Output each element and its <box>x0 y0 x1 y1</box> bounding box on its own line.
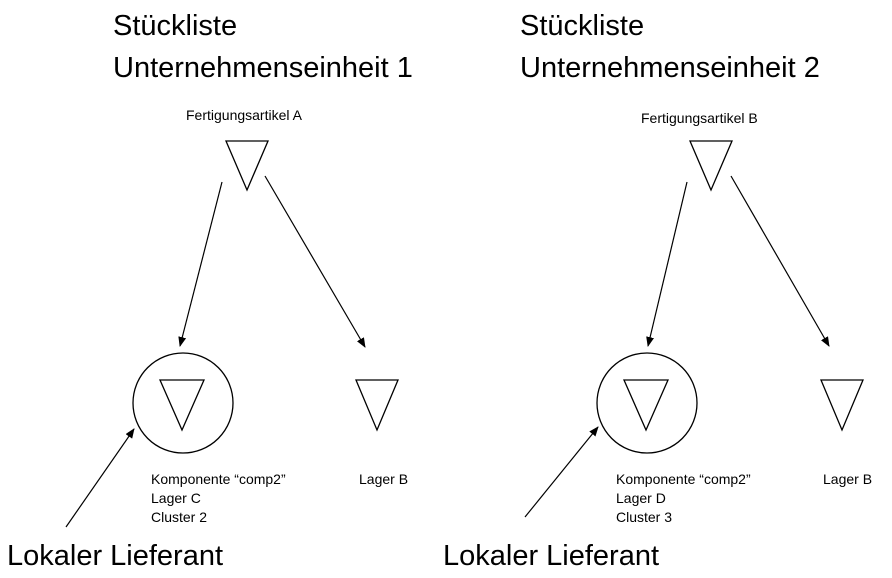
left-edge-to-component <box>178 181 223 347</box>
right-component-circle <box>596 352 698 454</box>
right-component-label-2: Lager D <box>616 490 666 506</box>
left-supplier-arrow <box>65 428 135 528</box>
right-store-triangle-icon <box>820 379 864 432</box>
right-title-line2: Unternehmenseinheit 2 <box>520 52 820 84</box>
left-edge-to-store <box>264 175 366 348</box>
right-edge-to-store <box>730 175 830 347</box>
right-component-label-1: Komponente “comp2” <box>616 471 751 487</box>
left-component-label-2: Lager C <box>151 490 201 506</box>
left-title-line1: Stückliste <box>113 10 237 42</box>
left-store-triangle-icon <box>355 379 399 432</box>
right-edge-to-component <box>646 181 688 347</box>
right-component-triangle-icon <box>623 379 669 432</box>
left-parent-label: Fertigungsartikel A <box>186 107 303 123</box>
bom-right: Stückliste Unternehmenseinheit 2 Fertigu… <box>443 10 872 572</box>
left-title-line2: Unternehmenseinheit 1 <box>113 52 413 84</box>
right-parent-label: Fertigungsartikel B <box>641 110 758 126</box>
left-component-label-1: Komponente “comp2” <box>151 471 286 487</box>
right-supplier-label: Lokaler Lieferant <box>443 540 659 572</box>
left-component-label-3: Cluster 2 <box>151 509 207 525</box>
left-parent-triangle-icon <box>225 140 269 192</box>
right-store-label: Lager B <box>823 471 872 487</box>
left-component-circle <box>132 352 234 454</box>
right-supplier-arrow <box>524 426 599 518</box>
left-supplier-label: Lokaler Lieferant <box>7 540 223 572</box>
right-title-line1: Stückliste <box>520 10 644 42</box>
right-component-label-3: Cluster 3 <box>616 509 672 525</box>
right-parent-triangle-icon <box>689 140 733 192</box>
bom-left: Stückliste Unternehmenseinheit 1 Fertigu… <box>7 10 413 572</box>
left-store-label: Lager B <box>359 471 408 487</box>
left-component-triangle-icon <box>159 379 205 432</box>
